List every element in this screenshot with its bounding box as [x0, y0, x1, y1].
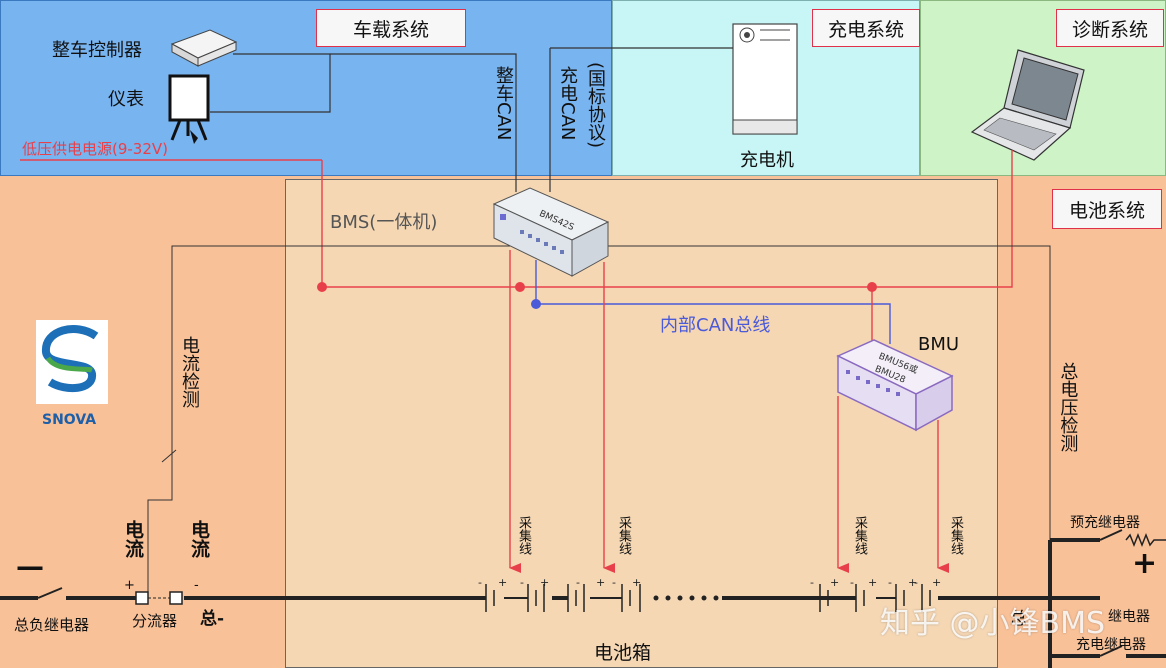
svg-text:+: + [596, 576, 605, 589]
positive-terminal-symbol: + [1132, 546, 1158, 581]
sampling-line-label-1: 采集线 [516, 516, 531, 555]
meter-device [168, 74, 210, 144]
laptop-icon [970, 49, 1085, 161]
current-detection-label: 电流检测 [179, 336, 200, 408]
shunt-device [135, 591, 183, 605]
charging-system-title: 充电系统 [812, 9, 920, 47]
shunt-label: 分流器 [132, 612, 178, 630]
charger-label: 充电机 [740, 150, 794, 171]
sampling-line-label-3: 采集线 [852, 516, 867, 555]
charge-relay-label: 充电继电器 [1076, 637, 1146, 653]
svg-text:-: - [612, 576, 616, 589]
battery-cells [485, 584, 931, 612]
vehicle-system-title: 车载系统 [316, 9, 466, 47]
vcu-label: 整车控制器 [52, 40, 142, 61]
logo-text: SNOVA [42, 412, 97, 428]
power-bus [0, 529, 1166, 668]
battery-box-label: 电池箱 [594, 642, 652, 664]
svg-text:+: + [498, 576, 507, 589]
svg-text:+: + [908, 576, 917, 589]
total-negative-label: 总- [200, 609, 225, 629]
charge-can-label: 充电CAN [557, 66, 578, 141]
current-plus-label: 电流 [122, 520, 144, 558]
precharge-relay-label: 预充继电器 [1070, 515, 1140, 531]
battery-system-title: 电池系统 [1052, 189, 1162, 229]
svg-text:+: + [830, 576, 839, 589]
svg-text:+: + [932, 576, 941, 589]
svg-text:-: - [850, 576, 854, 589]
bms-device [492, 187, 610, 277]
snova-logo-icon [36, 320, 108, 404]
snova-logo [36, 320, 108, 404]
watermark: 知乎 @小锋BMS [880, 606, 1106, 641]
total-negative-relay-label: 总负继电器 [14, 616, 90, 634]
vehicle-can-label: 整车CAN [493, 66, 514, 141]
svg-text:+: + [868, 576, 877, 589]
current-minus-label: 电流 [188, 520, 210, 558]
internal-can-label: 内部CAN总线 [660, 315, 771, 336]
current-plus-sign: + [124, 578, 135, 593]
low-voltage-power-label: 低压供电电源(9-32V) [22, 140, 169, 158]
diagnostic-system-title: 诊断系统 [1056, 9, 1164, 47]
sampling-line-label-2: 采集线 [616, 516, 631, 555]
svg-text:-: - [576, 576, 580, 589]
bms-label: BMS(一体机) [330, 212, 438, 233]
svg-text:-: - [810, 576, 814, 589]
total-positive-partial-label: 总 [1010, 609, 1027, 629]
bmu-device [836, 339, 954, 432]
battery-box-region [285, 179, 998, 668]
vehicle-system-region [0, 0, 612, 176]
total-positive-relay-label: 继电器 [1108, 609, 1150, 625]
bmu-label: BMU [918, 334, 960, 355]
svg-text:-: - [914, 576, 918, 589]
total-voltage-detection-label: 总电压检测 [1057, 362, 1079, 452]
meter-label: 仪表 [108, 89, 144, 110]
svg-text:-: - [478, 576, 482, 589]
svg-text:+: + [540, 576, 549, 589]
svg-text:-: - [888, 576, 892, 589]
charge-can-protocol-label: (国标协议) [585, 62, 606, 149]
negative-terminal-symbol: — [16, 550, 44, 583]
current-minus-sign: - [194, 578, 199, 593]
vehicle-can-wires [210, 48, 551, 192]
sampling-line-label-4: 采集线 [948, 516, 963, 555]
svg-text:-: - [520, 576, 524, 589]
vcu-device [170, 29, 238, 67]
svg-text:+: + [632, 576, 641, 589]
charger-device [732, 23, 798, 135]
